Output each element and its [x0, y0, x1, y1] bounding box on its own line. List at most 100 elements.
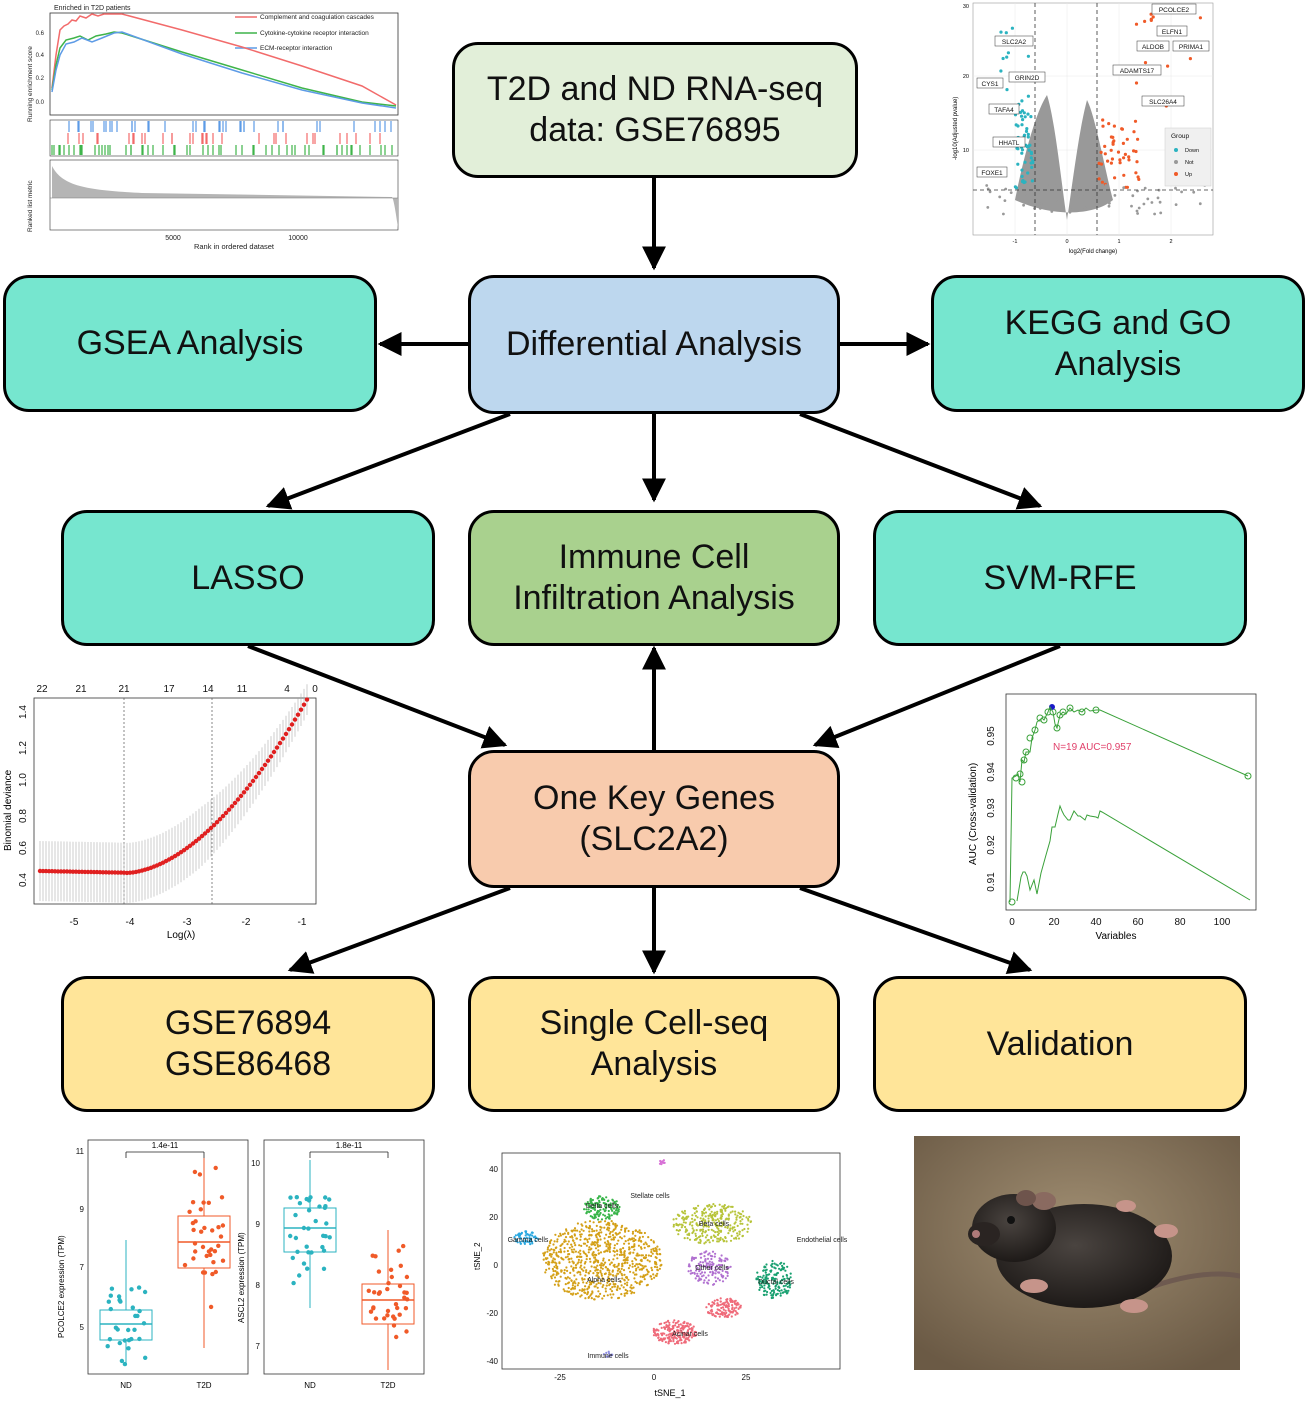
tsne-cell-point [663, 1332, 666, 1335]
tsne-cell-point [697, 1241, 700, 1244]
tsne-cell-point [602, 1259, 605, 1262]
volcano-plot: PCOLCE2 ELFN1 ALDOB PRIMA1 ADAMTS17 SLC2… [953, 2, 1214, 255]
tsne-cell-point [609, 1293, 612, 1296]
tsne-cell-point [581, 1289, 584, 1292]
tsne-cell-point [714, 1223, 717, 1226]
tsne-cell-point [575, 1237, 578, 1240]
tsne-cell-point [680, 1226, 683, 1229]
tsne-cell-point [726, 1315, 729, 1319]
tsne-cell-point [603, 1250, 606, 1253]
boxplot-point [115, 1327, 120, 1332]
tsne-cell-point [686, 1237, 689, 1240]
tsne-cell-point [614, 1202, 617, 1205]
tsne-cell-point [784, 1284, 787, 1287]
tsne-cell-point [573, 1281, 576, 1284]
tsne-cell-point [589, 1294, 592, 1297]
boxplot-point [301, 1261, 307, 1266]
boxplot-point [202, 1225, 207, 1231]
boxplot-point [304, 1244, 309, 1249]
tsne-cell-point [606, 1228, 609, 1231]
tsne-cell-point [721, 1238, 724, 1241]
tsne-cell-point [711, 1310, 714, 1313]
immune-infiltration-label: Immune Cell Infiltration Analysis [513, 538, 795, 617]
tsne-cell-point [595, 1274, 598, 1277]
tsne-cell-point [701, 1214, 704, 1217]
lasso-xtick-5: -1 [298, 917, 307, 928]
tsne-cell-point [617, 1297, 620, 1300]
lasso-label: LASSO [191, 558, 305, 597]
tsne-cell-point [548, 1261, 551, 1264]
tsne-cell-point [711, 1304, 714, 1307]
lasso-top-tick-2: 21 [75, 684, 87, 695]
tsne-cell-point [622, 1286, 625, 1289]
tsne-cell-point [588, 1246, 591, 1249]
tsne-cell-point [609, 1235, 612, 1238]
tsne-cell-point [594, 1202, 597, 1205]
tsne-cell-point [667, 1319, 670, 1322]
tsne-cell-point [619, 1251, 623, 1254]
tsne-cell-point [719, 1229, 723, 1232]
boxplot-point [211, 1260, 216, 1265]
volcano-legend-not: Not [1185, 160, 1194, 166]
tsne-cell-point [607, 1278, 610, 1281]
tsne-cell-point [714, 1269, 717, 1272]
tsne-cell-point [606, 1268, 609, 1271]
tsne-cell-point [786, 1291, 789, 1294]
volcano-ytick-2: 20 [963, 74, 969, 80]
tsne-cell-point [551, 1267, 554, 1271]
boxplot-point [136, 1285, 142, 1290]
tsne-cell-point [701, 1232, 704, 1235]
tsne-cell-point [589, 1215, 592, 1218]
tsne-cell-point [597, 1281, 600, 1285]
lasso-point [235, 797, 241, 802]
tsne-cell-point [618, 1205, 621, 1209]
tsne-cell-point [634, 1269, 638, 1272]
lasso-point [241, 790, 247, 795]
tsne-cell-point [542, 1258, 545, 1261]
tsne-cell-point [563, 1269, 566, 1272]
arrow-keygenes-to-validation [799, 886, 1033, 975]
tsne-cell-point [690, 1259, 693, 1262]
tsne-cell-point [701, 1230, 705, 1233]
tsne-cell-point [557, 1235, 560, 1238]
tsne-label-acinar: Acinar cells [672, 1331, 708, 1338]
gene-label-prima1: PRIMA1 [1179, 44, 1204, 51]
tsne-cell-point [556, 1238, 559, 1241]
tsne-cell-point [570, 1229, 573, 1232]
tsne-cell-point [642, 1267, 645, 1270]
tsne-cell-point [704, 1215, 707, 1218]
tsne-cell-point [637, 1266, 640, 1269]
volcano-down-point [1020, 148, 1025, 152]
volcano-not-point [1142, 202, 1146, 206]
tsne-cell-point [721, 1222, 724, 1226]
tsne-cell-point [575, 1278, 578, 1281]
tsne-cell-point [644, 1265, 647, 1268]
svm-xlabel: Variables [1096, 931, 1137, 942]
tsne-cell-point [755, 1278, 758, 1281]
tsne-cell-point [699, 1261, 702, 1264]
boxplot-point [402, 1295, 407, 1300]
tsne-cell-point [765, 1282, 768, 1285]
lasso-point [259, 766, 265, 772]
tsne-cell-point [542, 1254, 546, 1257]
tsne-cell-point [707, 1217, 710, 1220]
tsne-cell-point [630, 1246, 633, 1249]
tsne-cell-point [731, 1304, 734, 1307]
lasso-point [199, 833, 205, 839]
tsne-cell-point [602, 1284, 605, 1287]
tsne-cell-point [573, 1287, 576, 1290]
tsne-cell-point [529, 1243, 532, 1246]
tsne-cell-point [631, 1260, 634, 1263]
tsne-cell-point [710, 1312, 713, 1315]
tsne-cell-point [672, 1321, 675, 1324]
volcano-down-point [1030, 165, 1034, 169]
tsne-cell-point [717, 1220, 720, 1223]
boxplot-point [126, 1327, 131, 1333]
tsne-cell-point [615, 1288, 618, 1291]
tsne-cell-point [780, 1289, 783, 1292]
tsne-cell-point [611, 1269, 614, 1272]
tsne-cell-point [670, 1334, 673, 1337]
tsne-cell-point [627, 1242, 630, 1245]
tsne-label-immune: Immune cells [587, 1353, 629, 1360]
tsne-cell-point [681, 1324, 684, 1327]
